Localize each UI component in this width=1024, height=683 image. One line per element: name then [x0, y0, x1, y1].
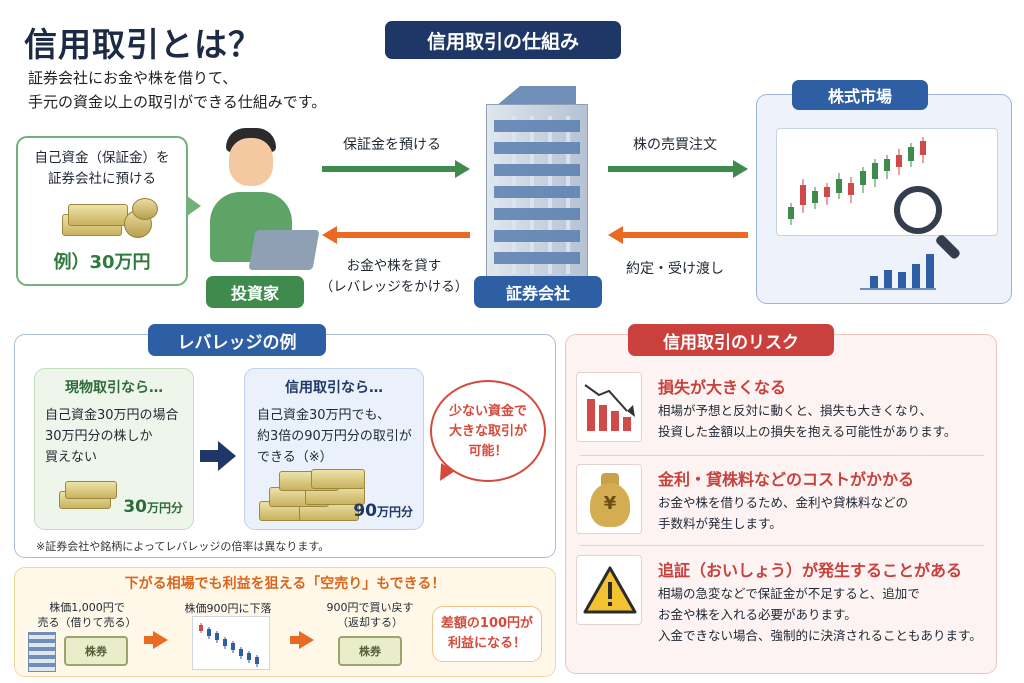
lend-arrow-label-1: お金や株を貸す	[346, 258, 442, 274]
cash-trade-line-3: 買えない	[45, 450, 98, 465]
short-result-line-2: 利益になる！	[447, 636, 526, 651]
intro-line-1: 証券会社にお金や株を借りて、	[28, 69, 238, 87]
mechanism-title: 信用取引の仕組み	[385, 21, 621, 59]
falling-chart-icon	[576, 372, 642, 442]
own-funds-pointer	[187, 196, 201, 216]
deposit-arrow-label: 保証金を預ける	[343, 137, 441, 153]
bubble-line-2: 大きな取引が	[448, 424, 527, 439]
margin-trade-amount: 90	[353, 501, 377, 521]
own-funds-example: 例）30万円	[53, 252, 151, 273]
cash-bundle-small-icon	[59, 479, 119, 513]
margin-trade-amount-unit: 万円分	[376, 505, 413, 519]
risk-divider-2	[580, 545, 984, 546]
cash-stack-large-icon	[259, 465, 369, 525]
margin-trade-box: 信用取引なら… 自己資金30万円でも、 約3倍の90万円分の取引が できる（※）…	[244, 368, 424, 530]
broker-label: 証券会社	[474, 276, 602, 308]
cash-trade-line-2: 30万円分の株しか	[45, 429, 153, 444]
stock-market-label: 株式市場	[792, 80, 928, 110]
cash-trade-amount: 30	[123, 497, 147, 517]
investor-icon	[200, 126, 320, 276]
risk-3-heading: 追証（おいしょう）が発生することがある	[658, 561, 963, 580]
lend-arrow-label: お金や株を貸す （レバレッジをかける）	[318, 256, 470, 298]
cash-trade-box: 現物取引なら… 自己資金30万円の場合 30万円分の株しか 買えない 30万円分	[34, 368, 194, 530]
risk-1-line-1: 相場が予想と反対に動くと、損失も大きくなり、	[658, 403, 933, 418]
falling-price-chart-icon	[192, 616, 270, 670]
bubble-line-3: 可能！	[468, 444, 508, 459]
leverage-arrow	[200, 441, 238, 471]
leverage-title: レバレッジの例	[148, 324, 326, 356]
margin-trade-line-3: できる（※）	[257, 450, 333, 465]
candlestick-chart-icon	[776, 128, 998, 236]
mini-building-icon	[28, 632, 56, 672]
short-result-box: 差額の100円が 利益になる！	[432, 606, 542, 662]
margin-trade-line-2: 約3倍の90万円分の取引が	[257, 429, 412, 444]
order-arrow-label: 株の売買注文	[633, 137, 717, 153]
bubble-line-1: 少ない資金で	[448, 404, 527, 419]
short-arrow-1	[144, 630, 168, 650]
cash-trade-amount-unit: 万円分	[146, 501, 183, 515]
risk-1-heading: 損失が大きくなる	[658, 378, 787, 397]
deposit-arrow	[322, 160, 470, 178]
short-arrow-2	[290, 630, 314, 650]
stock-certificate-icon: 株券	[64, 636, 128, 666]
own-funds-box: 自己資金（保証金）を 証券会社に預ける 例）30万円	[16, 136, 188, 286]
margin-trade-title: 信用取引なら…	[285, 380, 383, 396]
cash-trade-line-1: 自己資金30万円の場合	[45, 408, 179, 423]
cash-bundle-icon	[18, 196, 186, 244]
leverage-note: ※証券会社や銘柄によってレバレッジの倍率は異なります。	[36, 540, 330, 553]
short-step-2: 株価900円に下落	[184, 602, 272, 615]
risk-1-line-2: 投資した金額以上の損失を抱える可能性があります。	[658, 424, 957, 439]
intro-text: 証券会社にお金や株を借りて、 手元の資金以上の取引ができる仕組みです。	[28, 66, 326, 114]
lend-arrow	[322, 226, 470, 244]
cash-trade-title: 現物取引なら…	[65, 380, 163, 396]
short-step-3-line-2: （返却する）	[337, 616, 403, 629]
short-step-3: 900円で買い戻す （返却する）	[314, 600, 426, 630]
risk-2-line-1: お金や株を借りるため、金利や貸株料などの	[658, 495, 909, 510]
warning-icon	[576, 555, 642, 625]
own-funds-line-2: 証券会社に預ける	[48, 171, 156, 187]
risk-3-line-1: 相場の急変などで保証金が不足すると、追加で	[658, 586, 920, 601]
building-icon	[484, 86, 590, 282]
lend-arrow-label-2: （レバレッジをかける）	[319, 279, 469, 295]
stock-certificate-return-icon: 株券	[338, 636, 402, 666]
risk-title: 信用取引のリスク	[628, 324, 834, 356]
risk-divider-1	[580, 455, 984, 456]
money-bag-yen-icon: ¥	[576, 464, 642, 534]
yen-symbol: ¥	[603, 493, 617, 514]
intro-line-2: 手元の資金以上の取引ができる仕組みです。	[28, 93, 327, 111]
investor-label: 投資家	[206, 276, 304, 308]
order-arrow	[608, 160, 748, 178]
own-funds-line-1: 自己資金（保証金）を	[34, 150, 170, 166]
short-step-3-line-1: 900円で買い戻す	[326, 601, 414, 614]
short-selling-title: 下がる相場でも利益を狙える「空売り」もできる！	[124, 576, 446, 592]
magnifier-icon	[890, 184, 980, 264]
bar-graph-icon	[860, 250, 936, 290]
risk-item-1: 損失が大きくなる 相場が予想と反対に動くと、損失も大きくなり、 投資した金額以上…	[576, 370, 990, 450]
short-step-1-line-2: 売る（借りて売る）	[37, 616, 137, 629]
risk-item-2: ¥ 金利・貸株料などのコストがかかる お金や株を借りるため、金利や貸株料などの …	[576, 462, 990, 542]
margin-trade-line-1: 自己資金30万円でも、	[257, 408, 391, 423]
risk-2-line-2: 手数料が発生します。	[658, 516, 782, 531]
short-step-1-line-1: 株価1,000円で	[49, 601, 125, 614]
risk-2-heading: 金利・貸株料などのコストがかかる	[658, 470, 915, 489]
risk-item-3: 追証（おいしょう）が発生することがある 相場の急変などで保証金が不足すると、追加…	[576, 553, 990, 653]
short-result-line-1: 差額の100円が	[440, 616, 534, 631]
short-step-1: 株価1,000円で 売る（借りて売る）	[28, 600, 146, 630]
settle-arrow	[608, 226, 748, 244]
risk-3-line-2: お金や株を入れる必要があります。	[658, 607, 857, 622]
settle-arrow-label: 約定・受け渡し	[626, 261, 724, 277]
leverage-bubble: 少ない資金で 大きな取引が 可能！	[430, 380, 546, 482]
page-title: 信用取引とは？	[24, 25, 262, 64]
risk-3-line-3: 入金できない場合、強制的に決済されることもあります。	[658, 628, 982, 643]
